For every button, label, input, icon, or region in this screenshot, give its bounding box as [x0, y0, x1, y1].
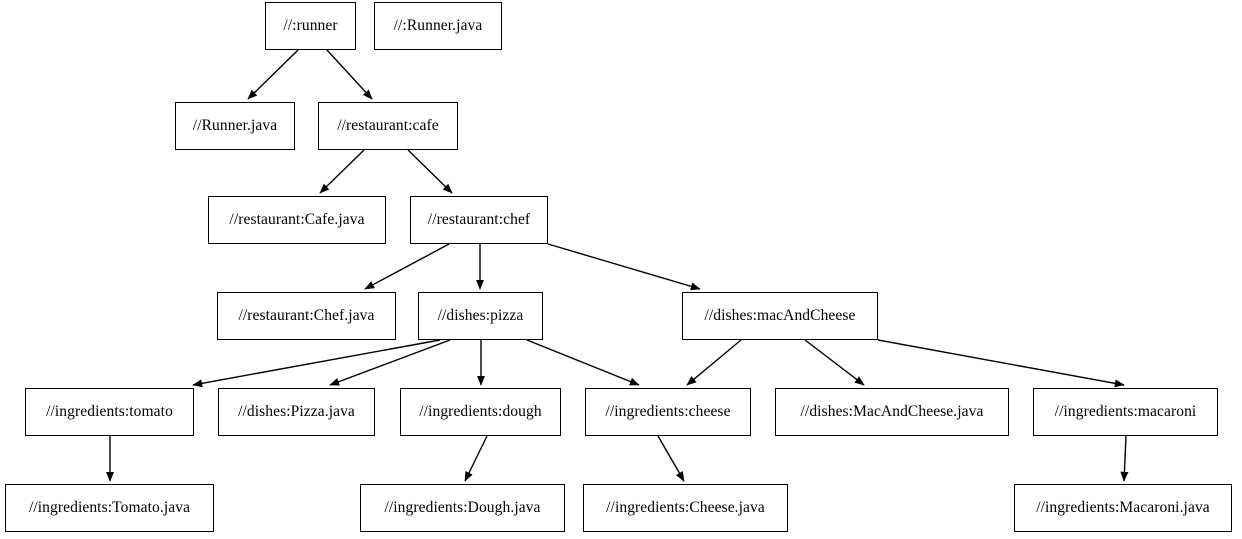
graph-node-ing_cheese[interactable]: //ingredients:cheese	[585, 388, 751, 436]
graph-node-tomato_java[interactable]: //ingredients:Tomato.java	[5, 484, 214, 532]
graph-node-restaurant_cafe[interactable]: //restaurant:cafe	[318, 102, 458, 150]
graph-node-label: //restaurant:Chef.java	[238, 307, 375, 325]
graph-node-label: //restaurant:chef	[427, 211, 531, 229]
graph-node-label: //ingredients:Dough.java	[384, 499, 541, 517]
graph-node-label: //Runner.java	[192, 117, 278, 135]
graph-node-dishes_mac[interactable]: //dishes:macAndCheese	[682, 292, 878, 340]
graph-node-label: //dishes:Pizza.java	[238, 403, 355, 421]
graph-node-root_runner_java[interactable]: //:Runner.java	[374, 2, 502, 50]
graph-edge-runner-to-restaurant_cafe	[326, 49, 373, 100]
graph-edge-dishes_pizza-to-ing_cheese	[526, 339, 640, 386]
graph-edge-dishes_pizza-to-ing_tomato	[192, 339, 441, 388]
graph-node-ing_macaroni[interactable]: //ingredients:macaroni	[1033, 388, 1218, 436]
graph-edge-restaurant_chef-to-chef_java	[364, 243, 450, 290]
graph-node-label: //dishes:MacAndCheese.java	[800, 403, 984, 421]
graph-node-runner[interactable]: //:runner	[265, 2, 356, 50]
graph-edge-restaurant_chef-to-dishes_mac	[547, 243, 701, 291]
graph-node-dough_java[interactable]: //ingredients:Dough.java	[360, 484, 565, 532]
graph-node-ing_dough[interactable]: //ingredients:dough	[400, 388, 561, 436]
graph-node-label: //:runner	[283, 17, 338, 35]
graph-node-macaroni_java[interactable]: //ingredients:Macaroni.java	[1014, 484, 1232, 532]
graph-node-dishes_pizza[interactable]: //dishes:pizza	[418, 292, 543, 340]
graph-node-label: //ingredients:cheese	[605, 403, 731, 421]
graph-node-label: //:Runner.java	[393, 17, 483, 35]
graph-node-runner_java[interactable]: //Runner.java	[175, 102, 295, 150]
graph-node-label: //restaurant:cafe	[337, 117, 439, 135]
graph-node-chef_java[interactable]: //restaurant:Chef.java	[217, 292, 396, 340]
graph-edge-dishes_mac-to-ing_cheese	[686, 339, 742, 386]
graph-node-cafe_java[interactable]: //restaurant:Cafe.java	[208, 196, 386, 244]
graph-edge-restaurant_cafe-to-restaurant_chef	[407, 149, 453, 194]
graph-node-label: //ingredients:Macaroni.java	[1036, 499, 1210, 517]
graph-node-label: //ingredients:Tomato.java	[28, 499, 191, 517]
graph-node-restaurant_chef[interactable]: //restaurant:chef	[410, 196, 548, 244]
graph-edge-dishes_mac-to-mac_java	[804, 339, 865, 386]
graph-edge-runner-to-runner_java	[247, 49, 299, 100]
graph-edge-ing_cheese-to-cheese_java	[657, 435, 685, 482]
graph-edge-dishes_mac-to-ing_macaroni	[877, 339, 1125, 388]
graph-node-mac_java[interactable]: //dishes:MacAndCheese.java	[775, 388, 1009, 436]
graph-node-pizza_java[interactable]: //dishes:Pizza.java	[218, 388, 375, 436]
graph-node-label: //ingredients:dough	[419, 403, 542, 421]
graph-edge-restaurant_cafe-to-cafe_java	[319, 149, 365, 194]
graph-node-label: //dishes:pizza	[437, 307, 524, 325]
graph-node-label: //ingredients:macaroni	[1054, 403, 1197, 421]
graph-node-label: //ingredients:Cheese.java	[606, 499, 765, 517]
graph-node-label: //ingredients:tomato	[46, 403, 173, 421]
graph-node-ing_tomato[interactable]: //ingredients:tomato	[25, 388, 194, 436]
graph-node-label: //restaurant:Cafe.java	[229, 211, 365, 229]
graph-edge-dishes_pizza-to-pizza_java	[329, 339, 451, 386]
graph-node-cheese_java[interactable]: //ingredients:Cheese.java	[583, 484, 788, 532]
graph-edge-ing_dough-to-dough_java	[464, 435, 488, 482]
graph-node-label: //dishes:macAndCheese	[704, 307, 856, 325]
graph-edge-ing_macaroni-to-macaroni_java	[1120, 435, 1129, 482]
